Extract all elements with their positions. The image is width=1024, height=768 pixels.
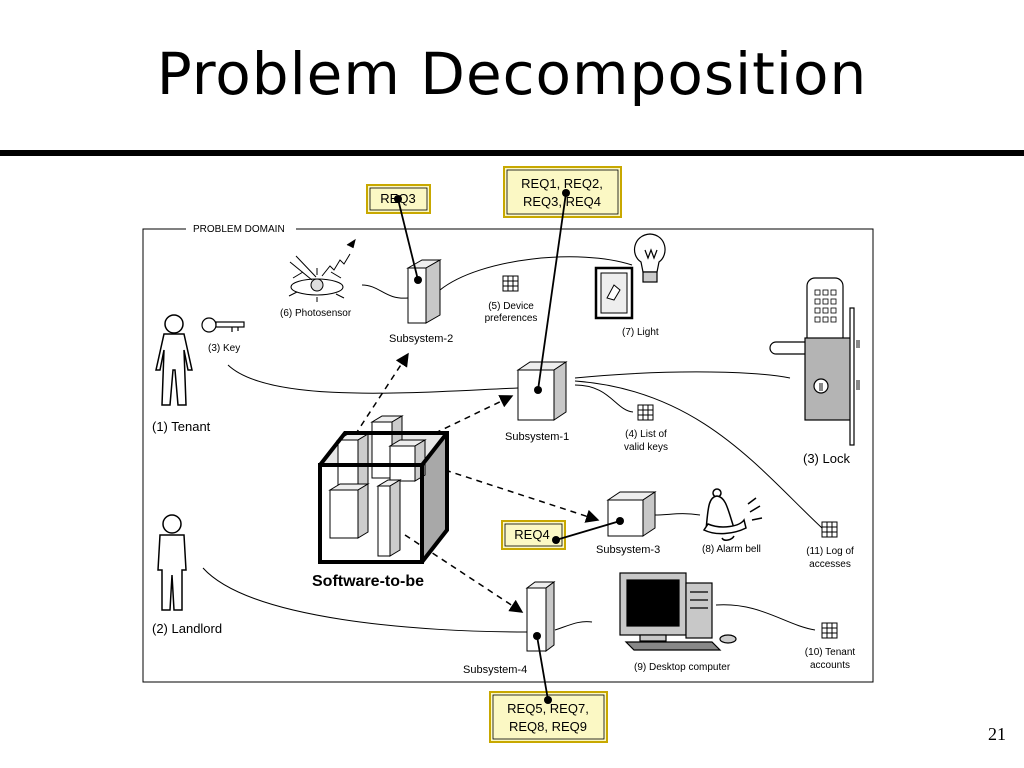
req4-callout: REQ4 xyxy=(501,517,624,550)
page-number: 21 xyxy=(988,724,1006,744)
alarm-bell-icon xyxy=(702,488,763,541)
key-icon xyxy=(201,317,245,333)
arrow-to-subsystem-2 xyxy=(354,352,409,436)
device-preferences-datastore-icon xyxy=(502,275,519,292)
req5-9-callout: REQ5, REQ7, REQ8, REQ9 xyxy=(489,632,608,743)
subsystem-2-label: Subsystem-2 xyxy=(389,333,453,345)
software-to-be-label: Software-to-be xyxy=(312,573,424,590)
req3-callout: REQ3 xyxy=(366,184,431,284)
req4-text: REQ4 xyxy=(514,527,549,542)
alarm-bell-label: (8) Alarm bell xyxy=(702,544,761,555)
tenant-accounts-label-2: accounts xyxy=(810,660,850,671)
desktop-computer-icon xyxy=(619,572,737,651)
log-of-accesses-datastore-icon xyxy=(821,521,838,538)
subsystem-3-label: Subsystem-3 xyxy=(596,544,660,556)
tenant-label: (1) Tenant xyxy=(152,419,211,434)
subsystem-2-box xyxy=(406,259,442,324)
key-label: (3) Key xyxy=(208,343,240,354)
light-switch-icon xyxy=(594,266,634,320)
lock-icon xyxy=(769,277,860,446)
tenant-accounts-label-1: (10) Tenant xyxy=(805,647,856,658)
valid-keys-label-1: (4) List of xyxy=(625,429,667,440)
log-of-accesses-label-1: (11) Log of xyxy=(806,546,854,557)
landlord-label: (2) Landlord xyxy=(152,621,222,636)
subsystem-3-box xyxy=(606,491,657,537)
req1-4-callout: REQ1, REQ2, REQ3, REQ4 xyxy=(503,166,622,394)
title-divider xyxy=(0,150,1024,156)
valid-keys-datastore-icon xyxy=(637,404,654,421)
page-title: Problem Decomposition xyxy=(156,40,868,108)
subsystem-1-box xyxy=(516,361,568,421)
subsystem-4-box xyxy=(525,581,556,652)
req1-4-text-1: REQ1, REQ2, xyxy=(521,176,603,191)
photosensor-label: (6) Photosensor xyxy=(280,308,352,319)
req5-9-text-1: REQ5, REQ7, xyxy=(507,701,589,716)
req5-9-text-2: REQ8, REQ9 xyxy=(509,719,587,734)
valid-keys-label-2: valid keys xyxy=(624,442,668,453)
photosensor-icon xyxy=(288,238,356,302)
light-label: (7) Light xyxy=(622,327,659,338)
subsystem-1-label: Subsystem-1 xyxy=(505,431,569,443)
log-of-accesses-label-2: accesses xyxy=(809,559,851,570)
desktop-computer-label: (9) Desktop computer xyxy=(634,662,731,673)
device-preferences-label-1: (5) Device xyxy=(488,301,534,312)
software-to-be-icon xyxy=(318,415,449,564)
connection-curves xyxy=(202,256,823,633)
tenant-figure-icon xyxy=(155,314,193,406)
arrow-to-subsystem-3 xyxy=(444,469,600,523)
landlord-figure-icon xyxy=(157,514,187,611)
problem-domain-frame xyxy=(142,228,874,683)
lock-label: (3) Lock xyxy=(803,451,850,466)
tenant-accounts-datastore-icon xyxy=(821,622,838,639)
subsystem-4-label: Subsystem-4 xyxy=(463,664,527,676)
device-preferences-label-2: preferences xyxy=(485,313,538,324)
req1-4-text-2: REQ3, REQ4 xyxy=(523,194,601,209)
light-bulb-icon xyxy=(633,233,666,283)
problem-domain-label: PROBLEM DOMAIN xyxy=(193,224,285,235)
